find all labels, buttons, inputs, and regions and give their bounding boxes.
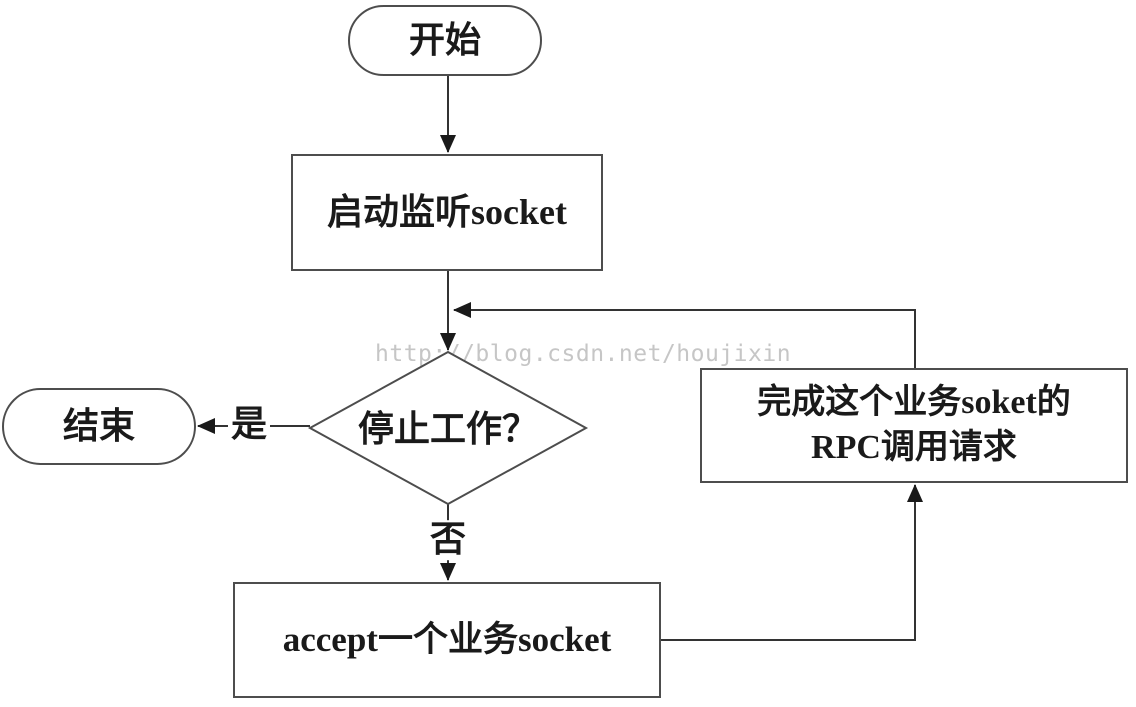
node-end-label: 结束 bbox=[62, 406, 135, 446]
node-rpc-label-line1: 完成这个业务soket的 bbox=[757, 383, 1071, 421]
node-rpc-label-line2: RPC调用请求 bbox=[811, 428, 1017, 466]
edge-rpc-to-junction bbox=[453, 302, 916, 368]
node-listen-socket: 启动监听socket bbox=[291, 154, 603, 271]
node-end: 结束 bbox=[2, 388, 196, 465]
edge-label-yes: 是 bbox=[227, 405, 271, 445]
node-accept-socket: accept一个业务socket bbox=[233, 582, 661, 698]
node-start: 开始 bbox=[348, 5, 542, 76]
node-listen-label: 启动监听socket bbox=[327, 192, 567, 232]
node-start-label: 开始 bbox=[408, 20, 481, 60]
node-rpc-request: 完成这个业务soket的 RPC调用请求 bbox=[700, 368, 1128, 483]
edge-label-no: 否 bbox=[426, 520, 470, 560]
edge-accept-to-rpc bbox=[661, 484, 923, 641]
node-decision-label: 停止工作？ bbox=[357, 408, 539, 449]
node-decision-shape bbox=[307, 350, 589, 506]
node-accept-label: accept一个业务socket bbox=[282, 620, 612, 660]
